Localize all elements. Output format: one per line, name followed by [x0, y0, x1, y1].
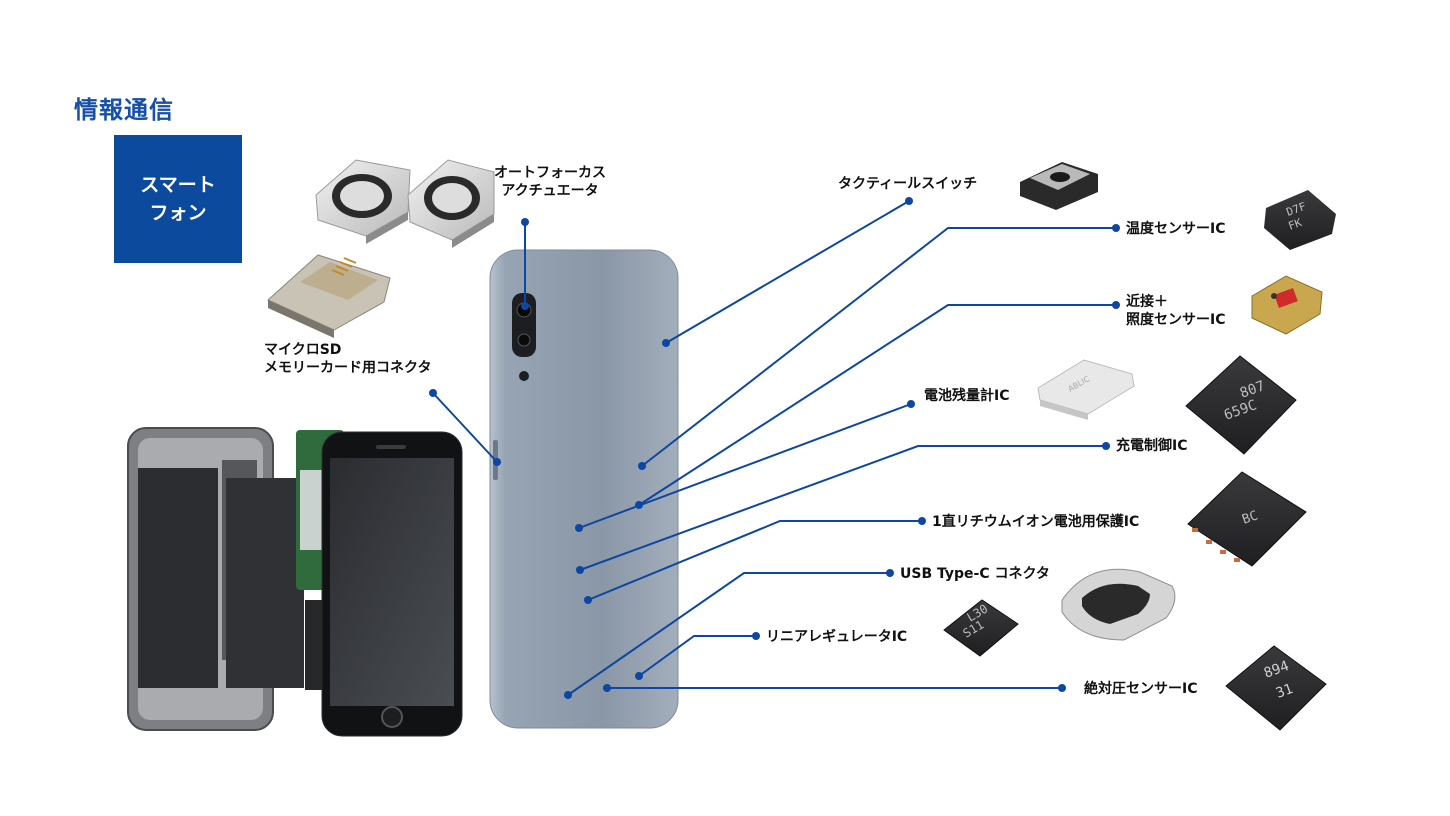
label-linear-regulator-ic: リニアレギュレータIC [766, 629, 908, 645]
leader-ldo [638, 635, 756, 677]
smartphone-back-image [489, 249, 679, 729]
label-li-ion-protection-ic: 1直リチウムイオン電池用保護IC [932, 514, 1140, 530]
leader-dots [429, 197, 1120, 699]
leader-charge [579, 445, 1106, 571]
leader-proximity [638, 304, 1116, 506]
leader-tactile [665, 200, 910, 344]
label-autofocus-actuator: オートフォーカス アクチュエータ [494, 165, 606, 199]
leader-lines [432, 200, 1116, 696]
label-proximity-light-sensor-ic: 近接＋ 照度センサーIC [1126, 294, 1226, 328]
absolute-pressure-sensor-ic-image: 894 31 [1225, 645, 1327, 731]
charge-control-ic-image: 807 659C [1185, 355, 1297, 455]
li-ion-chip-marking: BC [1240, 508, 1260, 527]
category-badge: スマート フォン [114, 135, 242, 263]
label-usb-type-c-connector: USB Type-C コネクタ [900, 566, 1050, 582]
usb-type-c-connector-image [1061, 568, 1176, 641]
section-title: 情報通信 [74, 96, 174, 124]
label-temperature-sensor-ic: 温度センサーIC [1126, 221, 1226, 237]
leader-microsd [432, 392, 498, 463]
autofocus-actuator-image [315, 159, 495, 248]
temperature-sensor-ic-image: D7F FK [1264, 190, 1336, 250]
label-tactile-switch: タクティールスイッチ [838, 176, 978, 192]
label-absolute-pressure-sensor-ic: 絶対圧センサーIC [1084, 681, 1198, 697]
leader-liion [587, 520, 922, 601]
fuel-gauge-ic-image: ABLIC [1037, 359, 1135, 420]
proximity-light-sensor-ic-image [1251, 275, 1323, 335]
pressure-chip-marking-2: 31 [1274, 681, 1295, 702]
label-microsd-connector: マイクロSD メモリーカード用コネクタ [264, 342, 432, 376]
linear-regulator-ic-image: L30 S11 [943, 599, 1019, 657]
leader-usbc [567, 572, 890, 696]
microsd-connector-image [267, 254, 391, 338]
leader-fuelgauge [578, 403, 912, 529]
temp-chip-marking-2: FK [1287, 216, 1304, 233]
li-ion-protection-ic-image: BC [1187, 471, 1307, 567]
tactile-switch-image [1020, 162, 1098, 210]
label-charge-control-ic: 充電制御IC [1116, 438, 1188, 454]
exploded-phone-image [127, 427, 463, 737]
label-fuel-gauge-ic: 電池残量計IC [924, 388, 1010, 404]
category-badge-label: スマート フォン [140, 174, 216, 224]
temp-chip-marking-1: D7F [1285, 200, 1308, 219]
leader-temp [641, 227, 1116, 467]
